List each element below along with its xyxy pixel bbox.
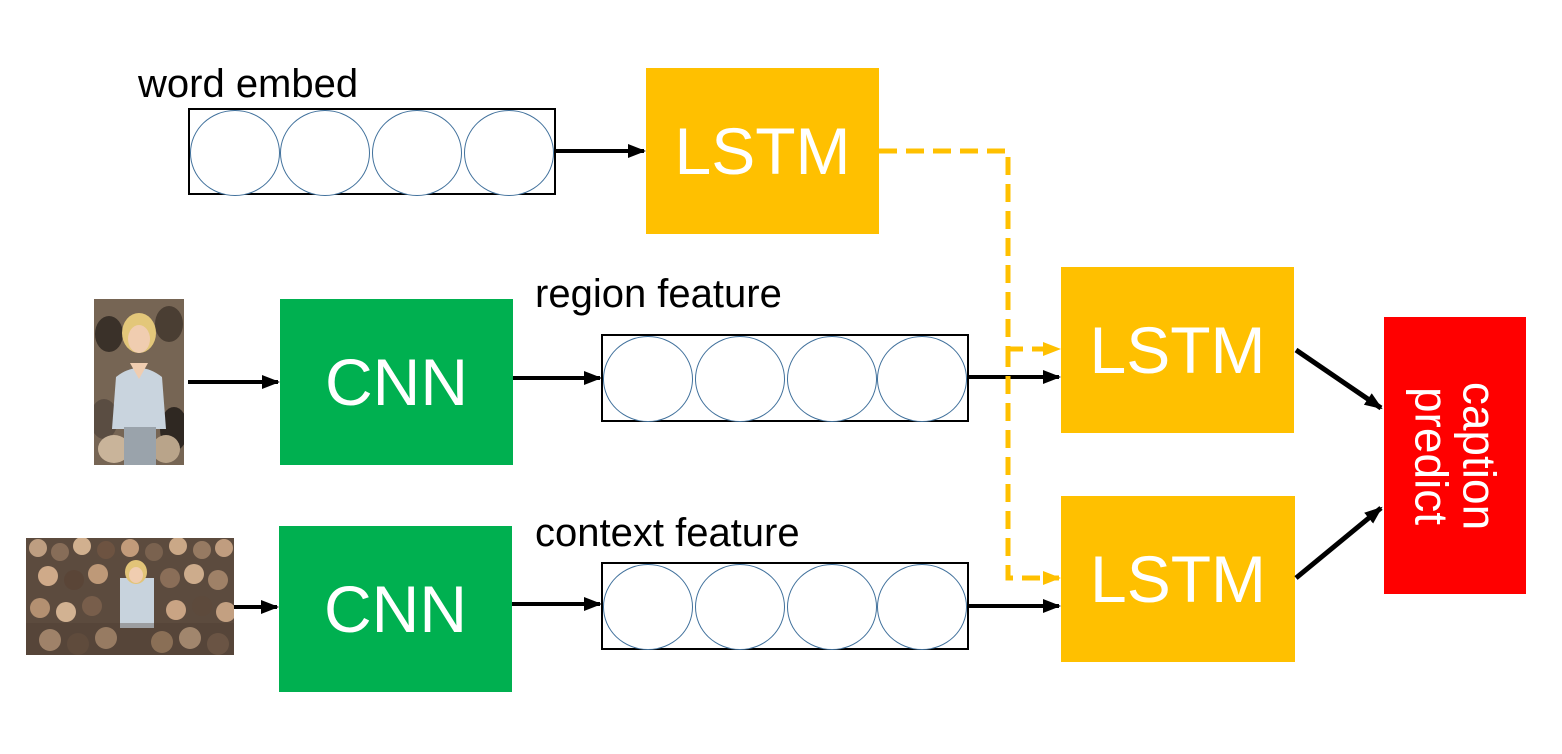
- cnn-region-label: CNN: [325, 345, 468, 419]
- vector-cell: [877, 336, 967, 422]
- context-feature-label: context feature: [535, 511, 800, 555]
- region-feature-vector: [601, 334, 969, 422]
- caption-predict-block: caption predict: [1384, 317, 1526, 594]
- region-image: [94, 299, 184, 465]
- lstm-context-label: LSTM: [1089, 542, 1267, 616]
- vector-cell: [787, 336, 877, 422]
- word-embed-vector: [188, 108, 556, 196]
- arrow-lstm-region-to-predict: [1294, 347, 1383, 411]
- lstm-region-block: LSTM: [1061, 267, 1294, 433]
- context-image: [26, 538, 234, 655]
- lstm-word-block: LSTM: [646, 68, 879, 234]
- vector-cell: [877, 564, 967, 650]
- dashed-arrow-to-lstm-region: [879, 148, 1061, 356]
- vector-cell: [695, 564, 785, 650]
- vector-cell: [603, 336, 693, 422]
- region-feature-label: region feature: [535, 272, 782, 316]
- vector-cell: [464, 110, 554, 196]
- word-embed-label: word embed: [138, 62, 359, 106]
- lstm-region-label: LSTM: [1089, 313, 1266, 387]
- vector-cell: [695, 336, 785, 422]
- vector-cell: [190, 110, 280, 196]
- vector-cell: [787, 564, 877, 650]
- lstm-word-label: LSTM: [674, 114, 851, 188]
- cnn-context-block: CNN: [279, 526, 512, 692]
- cnn-context-label: CNN: [324, 572, 467, 646]
- vector-cell: [372, 110, 462, 196]
- context-feature-vector: [601, 562, 969, 650]
- vector-cell: [280, 110, 370, 196]
- dashed-arrow-to-lstm-context: [1005, 349, 1061, 585]
- cnn-region-block: CNN: [280, 299, 513, 465]
- arrow-lstm-context-to-predict: [1294, 506, 1383, 580]
- lstm-context-block: LSTM: [1061, 496, 1295, 662]
- vector-cell: [603, 564, 693, 650]
